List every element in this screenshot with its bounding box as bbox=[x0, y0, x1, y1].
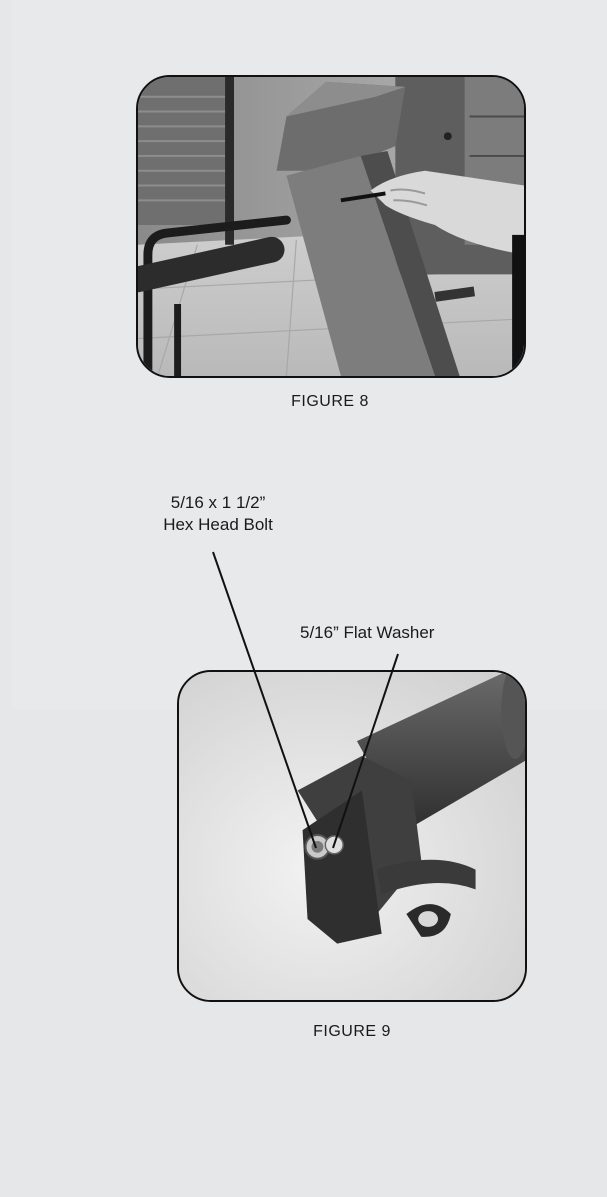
bolt-size-text: 5/16 x 1 1/2” bbox=[170, 493, 266, 512]
figure-9-caption: FIGURE 9 bbox=[313, 1023, 391, 1040]
figure-9-photo bbox=[177, 670, 527, 1002]
figure-8-caption: FIGURE 8 bbox=[291, 393, 369, 410]
figure-8-illustration bbox=[138, 77, 524, 376]
hex-head-bolt-label: 5/16 x 1 1/2” Hex Head Bolt bbox=[118, 492, 318, 536]
flat-washer-label: 5/16” Flat Washer bbox=[300, 623, 435, 642]
figure-8-photo bbox=[136, 75, 526, 378]
bolt-type-text: Hex Head Bolt bbox=[163, 515, 273, 534]
figure-9-illustration bbox=[179, 672, 525, 1000]
